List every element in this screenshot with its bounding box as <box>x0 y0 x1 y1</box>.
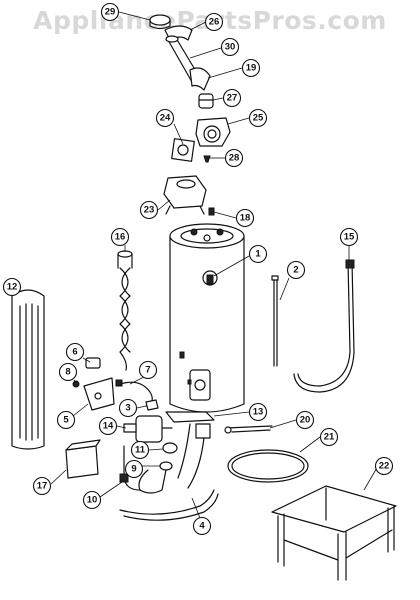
part-igniter <box>145 399 159 411</box>
callout-19: 19 <box>241 58 261 78</box>
svg-text:1: 1 <box>255 249 261 260</box>
part-vent-cap <box>149 14 171 30</box>
part-screw-6 <box>85 357 101 369</box>
callout-27: 27 <box>222 88 242 108</box>
callout-1: 1 <box>248 244 268 264</box>
callout-29: 29 <box>100 2 120 22</box>
part-pilot-tube <box>119 445 141 491</box>
part-flex-connector <box>117 250 133 371</box>
leader-lines <box>50 11 379 519</box>
part-burner-assembly <box>138 423 211 494</box>
part-draft-hood <box>163 175 207 215</box>
svg-text:28: 28 <box>229 153 240 164</box>
part-bracket <box>83 377 115 411</box>
svg-text:3: 3 <box>125 403 130 414</box>
part-gas-line <box>119 489 219 521</box>
svg-text:23: 23 <box>144 205 155 216</box>
svg-text:8: 8 <box>65 367 70 378</box>
svg-text:4: 4 <box>199 521 205 532</box>
svg-text:5: 5 <box>63 415 69 426</box>
callout-2: 2 <box>286 260 306 280</box>
svg-text:22: 22 <box>379 461 390 472</box>
callout-10: 10 <box>82 490 102 510</box>
callout-25: 25 <box>248 108 268 128</box>
callout-26: 26 <box>204 12 224 32</box>
part-front-panel <box>11 289 45 450</box>
part-vent-elbow <box>189 67 211 91</box>
callout-8: 8 <box>58 362 78 382</box>
part-dip-tube <box>293 259 355 393</box>
callout-9: 9 <box>124 459 144 479</box>
part-gasket <box>171 138 195 162</box>
svg-text:14: 14 <box>103 421 114 432</box>
callout-23: 23 <box>139 200 159 220</box>
svg-text:24: 24 <box>160 113 171 124</box>
callout-16: 16 <box>110 227 130 247</box>
svg-text:2: 2 <box>293 265 298 276</box>
svg-text:29: 29 <box>105 7 116 18</box>
svg-text:30: 30 <box>225 42 236 53</box>
part-screw-28 <box>203 155 211 163</box>
svg-text:19: 19 <box>246 63 257 74</box>
part-screw-8 <box>72 380 80 388</box>
callout-6: 6 <box>65 342 85 362</box>
svg-text:13: 13 <box>253 407 264 418</box>
part-screw-18 <box>208 207 215 216</box>
svg-text:7: 7 <box>145 365 150 376</box>
callout-13: 13 <box>248 402 268 422</box>
callout-28: 28 <box>224 148 244 168</box>
callout-24: 24 <box>155 108 175 128</box>
svg-text:21: 21 <box>324 432 335 443</box>
svg-text:9: 9 <box>131 464 136 475</box>
callout-11: 11 <box>130 440 150 460</box>
callout-18: 18 <box>235 208 255 228</box>
svg-text:6: 6 <box>72 347 77 358</box>
callout-30: 30 <box>220 37 240 57</box>
svg-text:25: 25 <box>253 113 264 124</box>
callout-15: 15 <box>339 227 359 247</box>
svg-text:11: 11 <box>135 445 146 456</box>
part-stand <box>271 485 397 581</box>
part-burner-door <box>165 411 215 423</box>
part-element-wire <box>224 425 273 434</box>
svg-text:15: 15 <box>344 232 355 243</box>
svg-text:16: 16 <box>115 232 126 243</box>
callout-4: 4 <box>192 516 212 536</box>
svg-text:18: 18 <box>240 213 251 224</box>
part-vent-connector <box>198 93 214 109</box>
callout-7: 7 <box>138 360 158 380</box>
callout-20: 20 <box>295 410 315 430</box>
part-anode-rod <box>271 275 279 367</box>
callout-5: 5 <box>56 410 76 430</box>
callout-17: 17 <box>32 476 52 496</box>
part-water-heater-tank <box>169 223 245 413</box>
callout-12: 12 <box>2 277 22 297</box>
svg-text:10: 10 <box>87 495 98 506</box>
callout-3: 3 <box>118 398 138 418</box>
svg-text:26: 26 <box>209 17 220 28</box>
callout-14: 14 <box>98 416 118 436</box>
svg-text:17: 17 <box>37 481 48 492</box>
callout-22: 22 <box>374 456 394 476</box>
svg-text:27: 27 <box>227 93 238 104</box>
part-blower-adapter <box>195 117 231 147</box>
part-junction-box <box>65 439 101 479</box>
part-drain-pan-ring <box>227 449 309 483</box>
part-gas-valve <box>123 415 173 443</box>
callout-21: 21 <box>319 427 339 447</box>
svg-text:20: 20 <box>300 415 311 426</box>
svg-text:12: 12 <box>7 282 18 293</box>
